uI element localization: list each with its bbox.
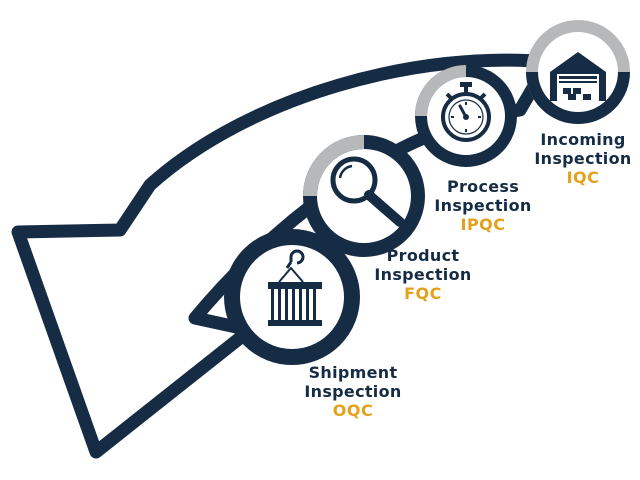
label-product-line1: Product <box>386 246 460 265</box>
container-crane-icon <box>268 249 322 326</box>
label-incoming-line1: Incoming <box>540 130 626 149</box>
label-process-line1: Process <box>446 177 520 196</box>
label-product-line2: Inspection <box>374 265 472 284</box>
label-incoming: Incoming Inspection IQC <box>503 130 640 187</box>
label-shipment: Shipment Inspection OQC <box>273 363 433 420</box>
ring-incoming-navy-arc <box>526 71 630 125</box>
ring-product-gray-arc <box>303 135 365 197</box>
step-process <box>415 65 517 167</box>
magnifier-icon <box>330 156 405 227</box>
label-shipment-line1: Shipment <box>308 363 398 382</box>
label-process: Process Inspection IPQC <box>403 177 563 234</box>
label-shipment-line2: Inspection <box>304 382 402 401</box>
stopwatch-icon <box>441 82 491 142</box>
label-process-line2: Inspection <box>434 196 532 215</box>
step-shipment <box>224 229 360 365</box>
label-product-code: FQC <box>404 284 442 303</box>
ring-process-gray-arc <box>415 65 467 117</box>
step-incoming <box>526 20 630 125</box>
label-process-code: IPQC <box>460 215 506 234</box>
label-incoming-line2: Inspection <box>534 149 632 168</box>
label-product: Product Inspection FQC <box>343 246 503 303</box>
step-product <box>303 135 425 257</box>
warehouse-icon <box>550 52 606 101</box>
label-incoming-code: IQC <box>566 168 600 187</box>
label-shipment-code: OQC <box>332 401 374 420</box>
